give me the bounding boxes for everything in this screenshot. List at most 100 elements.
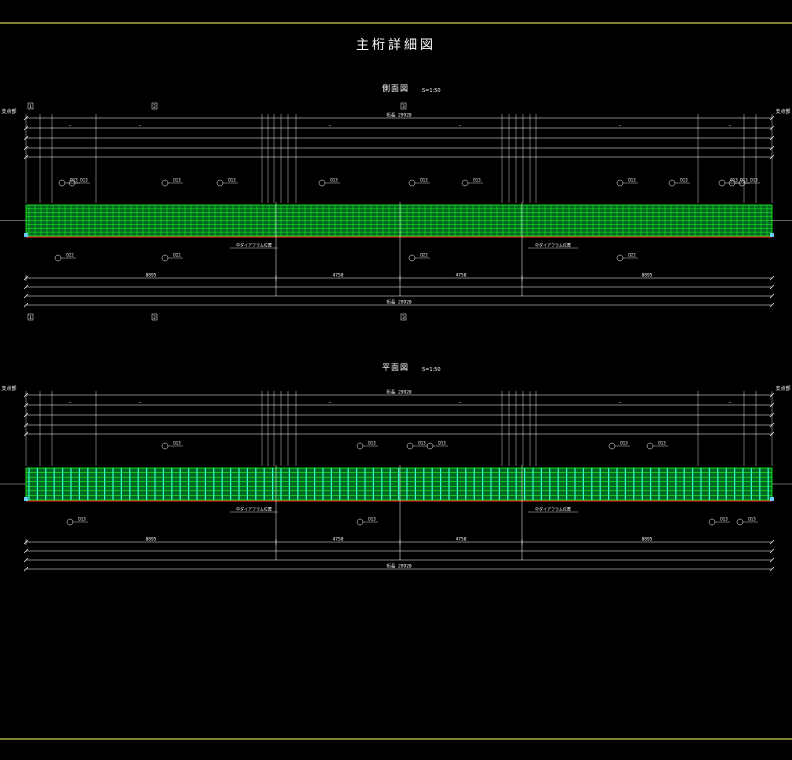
section-mark-bottom: 1 <box>29 315 32 321</box>
rebar-label-bottom: D22 <box>66 253 74 258</box>
rebar-label-bottom: D22 <box>420 253 428 258</box>
dim-mark: — <box>459 400 462 405</box>
diaphragm-note: 中ダイアフラム位置 <box>236 506 272 512</box>
diaphragm-note: 中ダイアフラム位置 <box>535 242 571 248</box>
rebar-label-bottom: D22 <box>628 253 636 258</box>
overall-dimension-bottom: 桁長 29920 <box>386 299 412 306</box>
dim-mark: — <box>729 400 732 405</box>
rebar-callout-circle <box>216 179 224 187</box>
overall-dimension-bottom: 桁長 29920 <box>386 563 412 570</box>
rebar-callout-circle <box>356 518 364 526</box>
rebar-callout-circle <box>708 518 716 526</box>
section-mark-box <box>400 102 407 110</box>
dim-mark: — <box>329 400 332 405</box>
dim-mark: — <box>139 400 142 405</box>
diaphragm-note: 中ダイアフラム位置 <box>535 506 571 512</box>
segment-dimension: 4750 <box>333 537 344 543</box>
rebar-label-top: D13 <box>368 441 376 446</box>
beam-body <box>0 202 792 296</box>
rebar-callout-circle <box>408 179 416 187</box>
rebar-callout-circle <box>54 254 62 262</box>
segment-dimension: 8895 <box>146 537 157 543</box>
rebar-label-top: D13 <box>750 178 758 183</box>
rebar-callout-circle <box>318 179 326 187</box>
segment-dimension: 8895 <box>146 273 157 279</box>
rebar-callout-circle <box>406 442 414 450</box>
dim-tick <box>769 548 775 554</box>
rebar-label-top: D13 <box>173 178 181 183</box>
dim-tick <box>769 302 775 308</box>
dim-tick <box>23 548 29 554</box>
rebar-label-top: D13 <box>418 441 426 446</box>
side-view-scale: S=1:50 <box>422 88 441 94</box>
rebar-callout-circle <box>646 442 654 450</box>
segment-dimension: 4750 <box>456 537 467 543</box>
dim-tick <box>23 302 29 308</box>
rebar-callout-circle <box>161 254 169 262</box>
rebar-label-top: D13 <box>680 178 688 183</box>
rebar-label-top: D13 <box>740 178 748 183</box>
bearing-right <box>770 497 774 501</box>
rebar-label-top: D13 <box>730 178 738 183</box>
section-mark-top: 2 <box>153 104 156 110</box>
segment-dimension: 8895 <box>642 537 653 543</box>
rebar-callout-circle <box>461 179 469 187</box>
segment-dimension: 8895 <box>642 273 653 279</box>
dim-tick <box>23 566 29 572</box>
section-mark-bottom: 2 <box>153 315 156 321</box>
section-mark-top: 3 <box>402 104 405 110</box>
rebar-label-top: D13 <box>473 178 481 183</box>
dim-tick <box>769 539 775 545</box>
rebar-callout-circle <box>736 518 744 526</box>
bearing-right <box>770 233 774 237</box>
section-mark-bottom: 3 <box>402 315 405 321</box>
beam-body <box>0 465 792 560</box>
dim-mark: — <box>619 123 622 128</box>
dim-mark: — <box>619 400 622 405</box>
rebar-label-top: D13 <box>330 178 338 183</box>
diaphragm-note: 中ダイアフラム位置 <box>236 242 272 248</box>
rebar-callout-circle <box>608 442 616 450</box>
rebar-label-top: D13 <box>658 441 666 446</box>
rebar-callout-circle <box>58 179 66 187</box>
segment-dimension: 4750 <box>456 273 467 279</box>
rebar-label-bottom: D13 <box>368 517 376 522</box>
rebar-callout-circle <box>66 518 74 526</box>
dim-mark: — <box>139 123 142 128</box>
drawing-title: 主桁詳細図 <box>355 38 436 53</box>
rebar-label-bottom: D22 <box>173 253 181 258</box>
dim-tick <box>23 293 29 299</box>
rebar-callout-circle <box>408 254 416 262</box>
dim-mark: — <box>329 123 332 128</box>
rebar-label-top: D13 <box>420 178 428 183</box>
end-label-right: 支点部 <box>775 385 790 392</box>
section-mark-box <box>27 102 34 110</box>
rebar-label-top: D13 <box>173 441 181 446</box>
bearing-left <box>24 233 28 237</box>
rebar-label-top: D13 <box>228 178 236 183</box>
section-mark-box <box>151 313 158 321</box>
rebar-label-top: D13 <box>438 441 446 446</box>
end-label-left: 支点部 <box>1 108 16 115</box>
rebar-callout-circle <box>668 179 676 187</box>
rebar-label-bottom: D13 <box>748 517 756 522</box>
plan-view-title: 平面図 <box>382 363 409 372</box>
rebar-label-top: D13 <box>620 441 628 446</box>
side-view-title: 側面図 <box>382 84 409 93</box>
bearing-left <box>24 497 28 501</box>
dim-tick <box>769 557 775 563</box>
rebar-label-bottom: D13 <box>720 517 728 522</box>
dim-tick <box>769 284 775 290</box>
rebar-label-bottom: D13 <box>78 517 86 522</box>
dim-tick <box>769 293 775 299</box>
section-mark-box <box>400 313 407 321</box>
rebar-callout-circle <box>161 179 169 187</box>
section-mark-top: 1 <box>29 104 32 110</box>
plan-view-scale: S=1:50 <box>422 367 441 373</box>
rebar-callout-circle <box>718 179 726 187</box>
dim-tick <box>769 275 775 281</box>
end-label-left: 支点部 <box>1 385 16 392</box>
